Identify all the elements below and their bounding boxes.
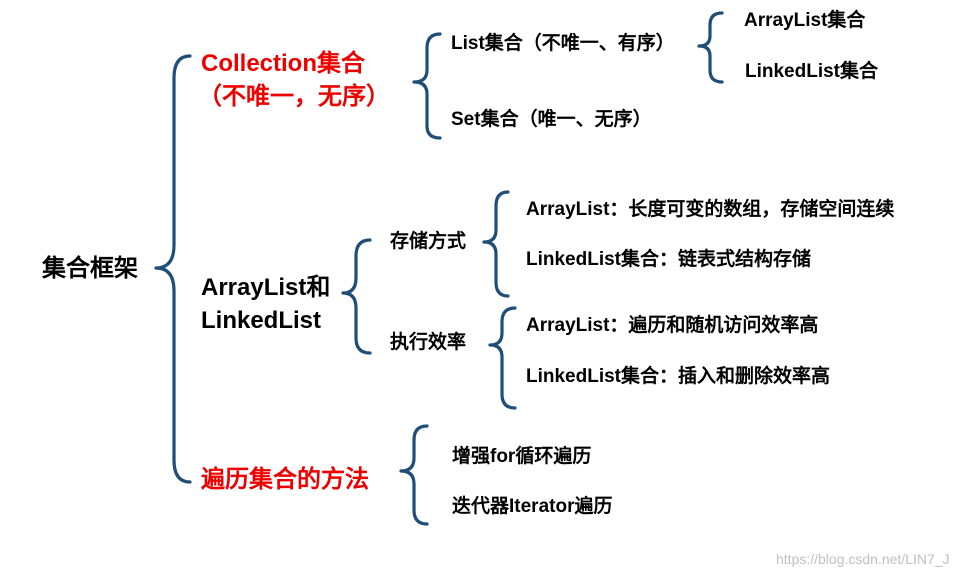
compare-brace <box>341 238 372 355</box>
compare-label-line2: LinkedList <box>201 307 322 334</box>
storage-item-linkedlist: LinkedList集合：链表式结构存储 <box>526 249 812 270</box>
efficiency-label: 执行效率 <box>390 332 467 353</box>
storage-brace <box>482 190 510 298</box>
compare-label-line1: ArrayList和 <box>201 274 331 301</box>
list-label: List集合（不唯一、有序） <box>451 33 675 54</box>
list-brace <box>697 11 724 84</box>
storage-label: 存储方式 <box>390 231 467 252</box>
traverse-item-iterator: 迭代器Iterator遍历 <box>452 496 613 517</box>
list-child-linkedlist: LinkedList集合 <box>745 61 879 82</box>
set-label: Set集合（唯一、无序） <box>451 109 652 130</box>
storage-item-arraylist: ArrayList：长度可变的数组，存储空间连续 <box>526 199 895 220</box>
collection-brace <box>412 32 442 140</box>
collection-label-line2: （不唯一，无序） <box>198 83 390 110</box>
traverse-brace <box>399 424 429 526</box>
root-brace <box>154 54 192 484</box>
collection-label-line1: Collection集合 <box>201 50 366 77</box>
efficiency-item-arraylist: ArrayList：遍历和随机访问效率高 <box>526 315 819 336</box>
watermark: https://blog.csdn.net/LIN7_J <box>776 551 950 567</box>
traverse-item-foreach: 增强for循环遍历 <box>452 446 592 467</box>
efficiency-brace <box>488 306 517 410</box>
list-child-arraylist: ArrayList集合 <box>744 10 866 31</box>
traverse-label: 遍历集合的方法 <box>201 466 369 493</box>
efficiency-item-linkedlist: LinkedList集合：插入和删除效率高 <box>526 366 831 387</box>
root-label: 集合框架 <box>42 255 138 282</box>
